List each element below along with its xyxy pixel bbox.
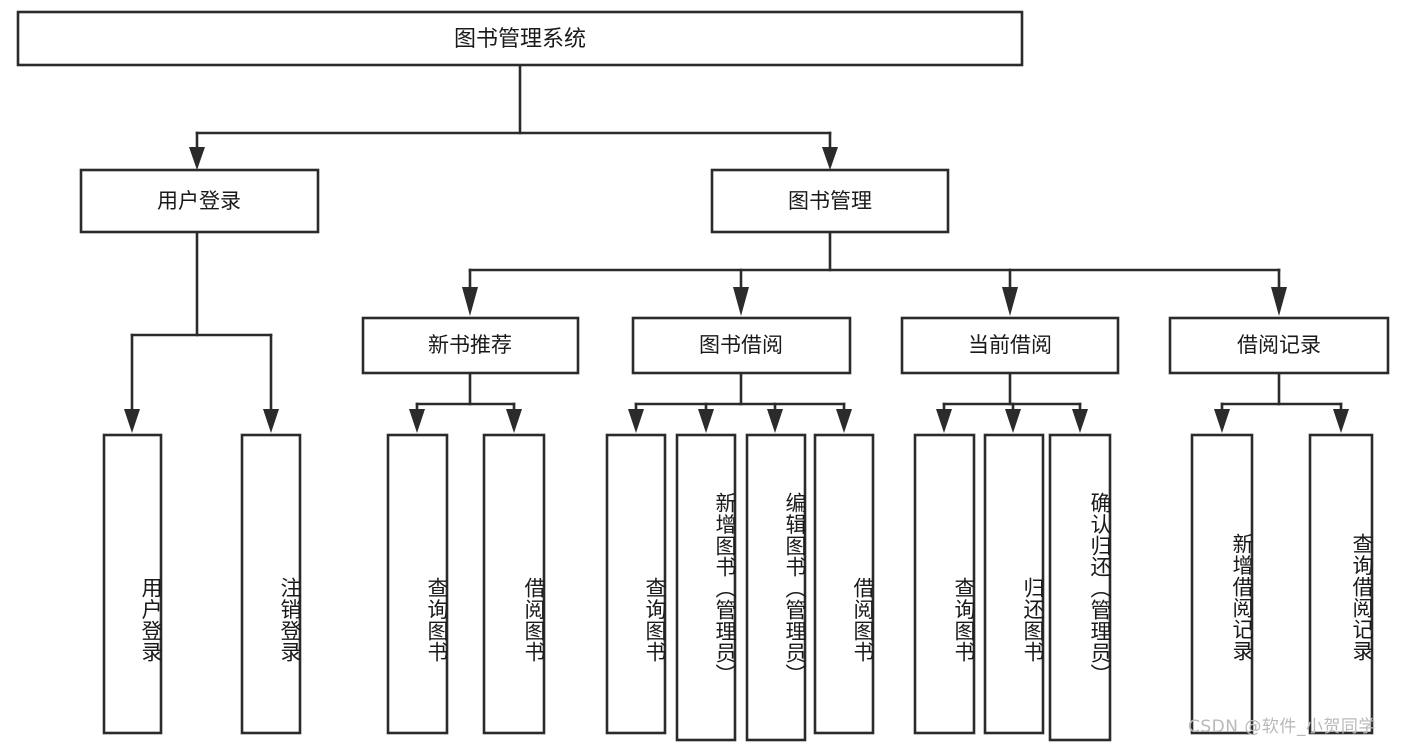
node-root-box (16, 10, 1024, 67)
leaf-box-borrow-book-a[interactable] (482, 433, 546, 735)
leaf-box-borrow-book-b[interactable] (813, 433, 875, 735)
node-book-management-box (710, 168, 950, 234)
arrowhead-leaf-edit-book (767, 409, 783, 433)
node-root-label: 图书管理系统 (454, 27, 586, 52)
arrowhead-leaf-return-book (1005, 409, 1021, 433)
arrowhead-leaf-confirm-return (1072, 409, 1088, 433)
node-new-book-recommend[interactable]: 新书推荐 (361, 316, 580, 375)
leaf-box-logout[interactable] (240, 433, 302, 735)
node-book-management-label: 图书管理 (788, 189, 872, 213)
arrowhead-leaf-logout (263, 409, 279, 433)
node-new-book-recommend-label: 新书推荐 (428, 333, 512, 357)
arrowhead-leaf-borrow-book-b (836, 409, 852, 433)
node-book-management[interactable]: 图书管理 (710, 168, 950, 234)
arrowhead-leaf-query-book-c (936, 409, 952, 433)
watermark-text: CSDN @软件_小贺同学 (1188, 717, 1376, 737)
arrowhead-leaf-query-book-a (409, 409, 425, 433)
node-borrow-record-label: 借阅记录 (1237, 333, 1321, 357)
leaf-box-user-login[interactable] (102, 433, 163, 735)
node-borrow-record[interactable]: 借阅记录 (1168, 316, 1390, 375)
arrowhead-borrow-record (1271, 287, 1287, 316)
node-borrow-record-box (1168, 316, 1390, 375)
node-current-borrow[interactable]: 当前借阅 (900, 316, 1120, 375)
node-book-borrow-label: 图书借阅 (699, 333, 783, 357)
arrowhead-newbook-rec (462, 287, 478, 316)
leaf-box-query-book-c[interactable] (913, 433, 976, 735)
arrowhead-book-borrow (733, 287, 749, 316)
node-root-system[interactable]: 图书管理系统 (16, 10, 1024, 67)
node-book-borrow[interactable]: 图书借阅 (631, 316, 852, 375)
leaf-box-return-book[interactable] (983, 433, 1045, 735)
arrowhead-leaf-query-book-b (628, 409, 644, 433)
arrowhead-leaf-borrow-book-a (506, 409, 522, 433)
node-book-borrow-box (631, 316, 852, 375)
leaf-box-query-book-b[interactable] (605, 433, 667, 735)
leaf-box-query-borrow-record[interactable] (1308, 433, 1374, 735)
connector-layer (124, 63, 1349, 433)
node-user-login[interactable]: 用户登录 (79, 168, 320, 234)
arrowhead-current-borrow (1002, 287, 1018, 316)
leaf-box-add-borrow-record[interactable] (1190, 433, 1254, 735)
arrowhead-leaf-query-record (1333, 409, 1349, 433)
node-new-book-recommend-box (361, 316, 580, 375)
leaf-box-layer (102, 433, 1374, 742)
arrowhead-leaf-add-record (1214, 409, 1230, 433)
arrowhead-bookmgmt (822, 147, 838, 170)
node-user-login-label: 用户登录 (157, 189, 241, 213)
leaf-box-add-book-admin[interactable] (675, 433, 737, 742)
arrowhead-userlogin (189, 147, 205, 170)
node-current-borrow-label: 当前借阅 (968, 333, 1052, 357)
node-user-login-box (79, 168, 320, 234)
arrowhead-leaf-add-book (698, 409, 714, 433)
arrowhead-leaf-user-login (124, 409, 140, 433)
node-current-borrow-box (900, 316, 1120, 375)
leaf-box-edit-book-admin[interactable] (745, 433, 807, 742)
leaf-box-confirm-return-admin[interactable] (1048, 433, 1112, 742)
leaf-box-query-book-a[interactable] (386, 433, 449, 735)
